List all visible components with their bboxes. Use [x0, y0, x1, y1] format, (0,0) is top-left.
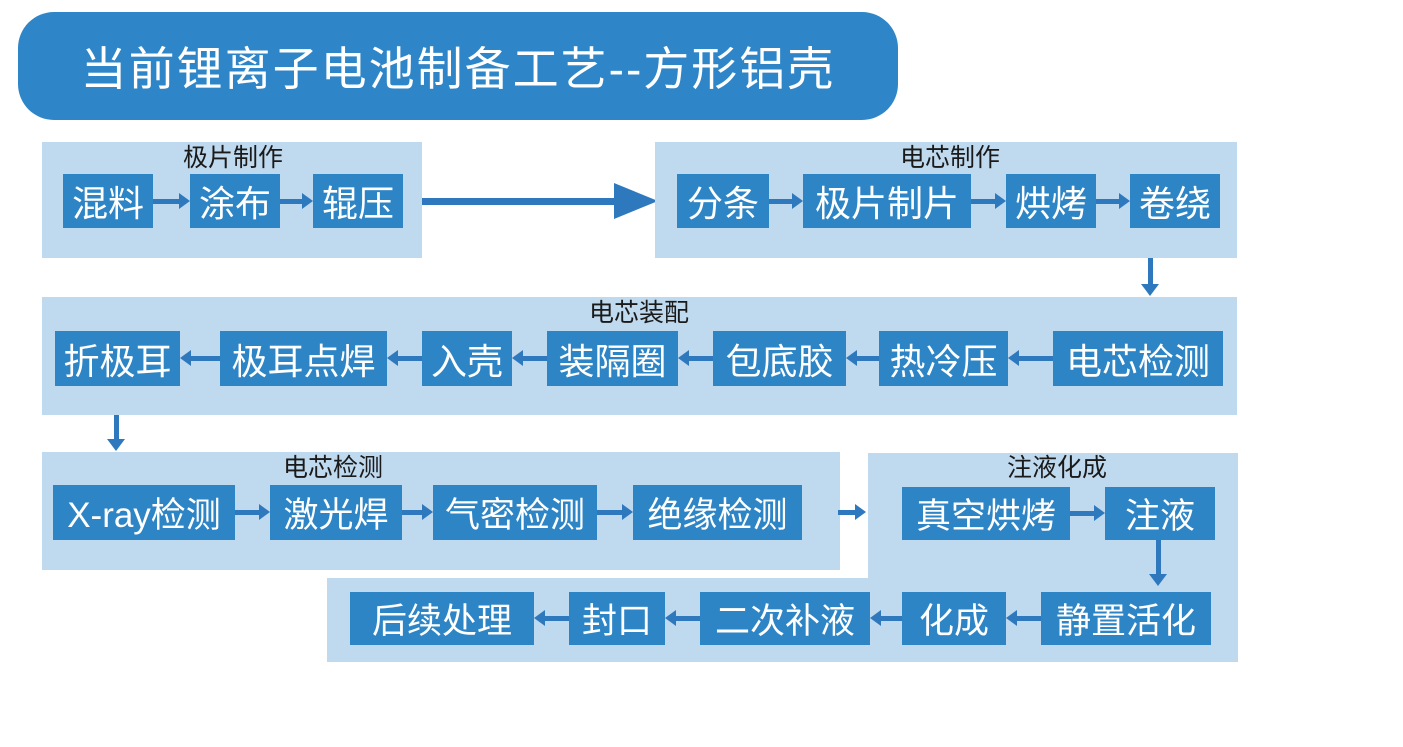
- step-post-processing: 后续处理: [350, 592, 534, 645]
- group-label-electrode-fabrication: 极片制作: [182, 144, 284, 172]
- flow-arrow: [1008, 350, 1053, 366]
- step-electrolyte-filling: 注液: [1105, 487, 1215, 540]
- step-sealing: 封口: [569, 592, 665, 645]
- step-electrode-sheeting: 极片制片: [803, 174, 971, 228]
- page-title: 当前锂离子电池制备工艺--方形铝壳: [80, 43, 836, 95]
- group-label-cell-testing: 电芯检测: [282, 454, 384, 482]
- step-tab-welding: 极耳点焊: [220, 331, 387, 386]
- step-case-insertion: 入壳: [422, 331, 512, 386]
- flow-arrow: [971, 193, 1006, 209]
- step-mixing: 混料: [63, 174, 153, 228]
- flow-arrow-big: [422, 183, 658, 219]
- flow-arrow-down: [1141, 258, 1159, 296]
- step-vacuum-baking: 真空烘烤: [902, 487, 1070, 540]
- flow-arrow: [1096, 193, 1130, 209]
- step-rest-activation: 静置活化: [1041, 592, 1211, 645]
- step-formation: 化成: [902, 592, 1006, 645]
- step-spacer-install: 装隔圈: [547, 331, 678, 386]
- flow-arrow: [665, 610, 700, 626]
- flow-arrow: [180, 350, 220, 366]
- flow-arrow: [678, 350, 713, 366]
- flow-arrow: [153, 193, 190, 209]
- group-label-cell-fabrication: 电芯制作: [899, 144, 1001, 172]
- group-label-filling-formation: 注液化成: [1006, 454, 1108, 482]
- step-coating: 涂布: [190, 174, 280, 228]
- flow-arrow-down: [107, 415, 125, 451]
- step-xray-inspection: X-ray检测: [53, 485, 235, 540]
- step-laser-welding: 激光焊: [270, 485, 402, 540]
- flow-arrow: [870, 610, 902, 626]
- flow-arrow: [597, 504, 633, 520]
- step-tab-folding: 折极耳: [55, 331, 180, 386]
- flow-arrow: [402, 504, 433, 520]
- step-secondary-filling: 二次补液: [700, 592, 870, 645]
- flow-arrow: [846, 350, 879, 366]
- flow-arrow: [838, 504, 866, 520]
- step-leak-test: 气密检测: [433, 485, 597, 540]
- step-bottom-taping: 包底胶: [713, 331, 846, 386]
- flow-arrow: [1006, 610, 1041, 626]
- step-baking: 烘烤: [1006, 174, 1096, 228]
- step-hot-cold-press: 热冷压: [879, 331, 1008, 386]
- step-slitting: 分条: [677, 174, 769, 228]
- flow-arrow: [387, 350, 422, 366]
- step-insulation-test: 绝缘检测: [633, 485, 802, 540]
- step-cell-inspection: 电芯检测: [1053, 331, 1223, 386]
- flow-arrow: [280, 193, 313, 209]
- flow-arrow-down: [1149, 540, 1167, 586]
- group-label-cell-assembly: 电芯装配: [588, 299, 690, 327]
- flow-arrow: [1070, 505, 1105, 521]
- flow-arrow: [235, 504, 270, 520]
- flow-arrow: [769, 193, 803, 209]
- step-winding: 卷绕: [1130, 174, 1220, 228]
- flow-arrow: [512, 350, 547, 366]
- flow-arrow: [534, 610, 569, 626]
- title-banner: 当前锂离子电池制备工艺--方形铝壳: [18, 12, 898, 120]
- step-calendering: 辊压: [313, 174, 403, 228]
